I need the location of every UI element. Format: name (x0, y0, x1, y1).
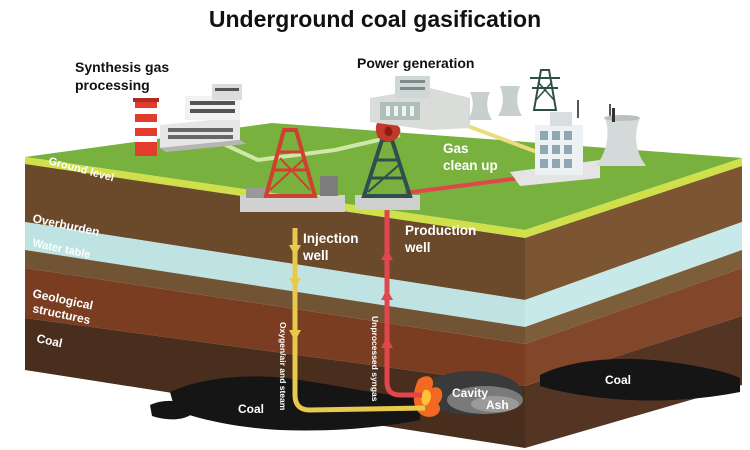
power-plant-building (370, 76, 470, 130)
synthesis-gas-label-line2: processing (75, 77, 150, 93)
injection-derrick (240, 128, 345, 212)
production-well-label: Production (405, 223, 476, 238)
production-arrow (381, 289, 393, 300)
production-pipe (384, 196, 422, 398)
coal-label-right: Coal (605, 373, 631, 387)
gas-cleanup-building (510, 112, 600, 186)
syngas-flow-label: Unprocessed syngas (370, 316, 380, 402)
ash-label: Ash (486, 398, 509, 412)
oxygen-flow-label: Oxygen/air and steam (278, 322, 288, 411)
gas-cleanup-label: Gas (443, 141, 469, 156)
cavity-label: Cavity (452, 386, 488, 400)
synthesis-gas-plant (160, 84, 246, 152)
production-surface-pipe (404, 176, 521, 195)
overburden-layer (25, 164, 525, 300)
injection-well-label: Injection (303, 231, 359, 246)
coal-seam-right (540, 358, 740, 401)
injection-well-label-line2: well (302, 248, 329, 263)
cooling-tower-back (468, 86, 522, 120)
coal-label-left: Coal (35, 331, 63, 350)
cooling-tower-front (596, 115, 646, 166)
injection-arrow (289, 278, 301, 289)
power-generation-label: Power generation (357, 55, 474, 71)
diagram-title: Underground coal gasification (208, 6, 542, 32)
chimney-left (133, 98, 159, 156)
injection-pipe (292, 228, 426, 413)
gas-cleanup-label-line2: clean up (443, 158, 498, 173)
gas-pipe (464, 123, 546, 157)
synthesis-gas-label: Synthesis gas (75, 59, 169, 75)
production-arrow (381, 337, 393, 348)
injection-arrow (289, 245, 301, 256)
geological-structures-layer (25, 268, 525, 386)
production-well-label-line2: well (404, 240, 431, 255)
coal-label-bottom: Coal (238, 402, 264, 416)
production-arrow (381, 249, 393, 260)
syngas-surface-pipe (214, 133, 401, 163)
injection-arrow (289, 330, 301, 341)
water-table-layer (25, 222, 525, 327)
transmission-tower (530, 69, 560, 111)
